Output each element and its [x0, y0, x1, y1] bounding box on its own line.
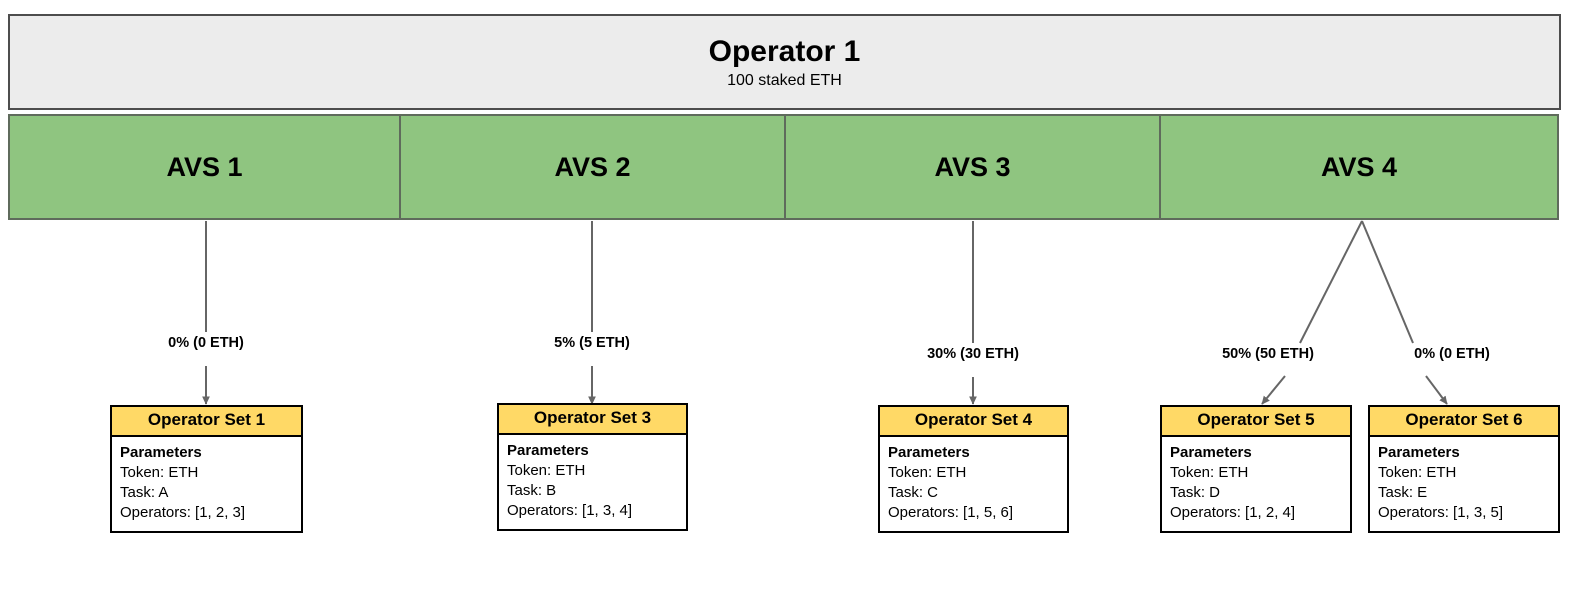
- avs-label-3: AVS 3: [934, 151, 1011, 182]
- avs-label-4: AVS 4: [1320, 151, 1398, 182]
- parameters-title-5: Parameters: [1170, 443, 1252, 461]
- token-line-3: Token: ETH: [507, 461, 586, 479]
- operator-set-body-4: Parameters Token: ETH Task: C Operators:…: [880, 437, 1067, 531]
- avs-cell-1[interactable]: AVS 1: [8, 114, 401, 220]
- parameters-title-1: Parameters: [120, 443, 202, 461]
- token-line-1: Token: ETH: [120, 463, 199, 481]
- edge-avs4-opset5-upper: [1299, 220, 1363, 344]
- edge-label-avs4-opset6: 0% (0 ETH): [1411, 345, 1493, 363]
- operator-set-card-3[interactable]: Operator Set 3 Parameters Token: ETH Tas…: [497, 403, 688, 531]
- operators-line-6: Operators: [1, 3, 5]: [1378, 504, 1504, 522]
- task-line-1: Task: A: [120, 484, 169, 502]
- operator-set-card-5[interactable]: Operator Set 5 Parameters Token: ETH Tas…: [1160, 405, 1352, 533]
- operators-line-4: Operators: [1, 5, 6]: [888, 504, 1014, 522]
- task-line-6: Task: E: [1378, 484, 1428, 502]
- operators-line-1: Operators: [1, 2, 3]: [120, 504, 246, 522]
- operators-line-3: Operators: [1, 3, 4]: [507, 502, 633, 520]
- operator-title: Operator 1: [708, 34, 861, 68]
- operator-set-header-3: Operator Set 3: [499, 405, 686, 435]
- avs-label-1: AVS 1: [166, 151, 243, 182]
- task-line-3: Task: B: [507, 482, 557, 500]
- token-line-5: Token: ETH: [1170, 463, 1249, 481]
- operator-set-header-5: Operator Set 5: [1162, 407, 1350, 437]
- operator-set-card-4[interactable]: Operator Set 4 Parameters Token: ETH Tas…: [878, 405, 1069, 533]
- parameters-title-6: Parameters: [1378, 443, 1460, 461]
- task-line-4: Task: C: [888, 484, 939, 502]
- operator-set-header-4: Operator Set 4: [880, 407, 1067, 437]
- parameters-title-3: Parameters: [507, 441, 589, 459]
- edge-label-avs3-opset4: 30% (30 ETH): [924, 345, 1022, 363]
- operator-set-header-6: Operator Set 6: [1370, 407, 1558, 437]
- edge-label-avs2-opset3: 5% (5 ETH): [551, 334, 633, 352]
- avs-cell-3[interactable]: AVS 3: [784, 114, 1161, 220]
- token-line-6: Token: ETH: [1378, 463, 1457, 481]
- edge-avs4-opset5-lower: [1261, 375, 1286, 405]
- edge-label-avs1-opset1: 0% (0 ETH): [165, 334, 247, 352]
- avs-cell-2[interactable]: AVS 2: [399, 114, 786, 220]
- edge-avs4-opset6-upper: [1361, 220, 1414, 344]
- avs-row: AVS 1 AVS 2 AVS 3 AVS 4: [8, 114, 1561, 220]
- operator-set-body-5: Parameters Token: ETH Task: D Operators:…: [1162, 437, 1350, 531]
- token-line-4: Token: ETH: [888, 463, 967, 481]
- operator-set-body-3: Parameters Token: ETH Task: B Operators:…: [499, 435, 686, 529]
- operator-set-card-6[interactable]: Operator Set 6 Parameters Token: ETH Tas…: [1368, 405, 1560, 533]
- parameters-title-4: Parameters: [888, 443, 970, 461]
- operator-set-header-1: Operator Set 1: [112, 407, 301, 437]
- operators-line-5: Operators: [1, 2, 4]: [1170, 504, 1296, 522]
- edge-avs4-opset6-lower: [1425, 375, 1448, 405]
- operator-set-card-1[interactable]: Operator Set 1 Parameters Token: ETH Tas…: [110, 405, 303, 533]
- operator-set-body-1: Parameters Token: ETH Task: A Operators:…: [112, 437, 301, 531]
- avs-cell-4[interactable]: AVS 4: [1159, 114, 1559, 220]
- operator-stake-subtitle: 100 staked ETH: [727, 71, 842, 89]
- edge-label-avs4-opset5: 50% (50 ETH): [1219, 345, 1317, 363]
- avs-label-2: AVS 2: [554, 151, 631, 182]
- operator-band: Operator 1 100 staked ETH: [8, 14, 1561, 110]
- operator-set-body-6: Parameters Token: ETH Task: E Operators:…: [1370, 437, 1558, 531]
- task-line-5: Task: D: [1170, 484, 1221, 502]
